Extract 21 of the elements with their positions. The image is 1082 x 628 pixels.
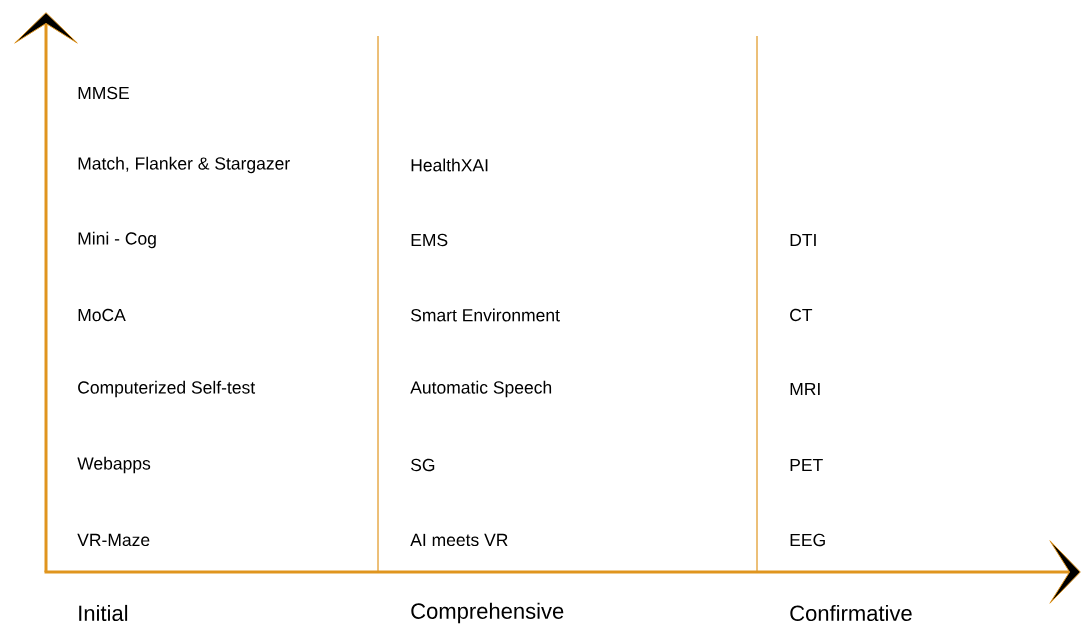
column-heading: Comprehensive: [411, 602, 564, 624]
item-label: Computerized Self-test: [78, 380, 256, 398]
item-label: DTI: [790, 233, 816, 246]
item-label: Smart Environment: [411, 308, 560, 322]
item-label: Match, Flanker & Stargazer: [78, 156, 290, 174]
column-heading: Initial: [79, 604, 128, 622]
column-heading: Confirmative: [790, 604, 912, 622]
item-label: Automatic Speech: [410, 380, 552, 398]
item-label: VR-Maze: [77, 533, 150, 547]
item-label: EMS: [411, 233, 448, 247]
item-label: HealthXAI: [411, 158, 488, 172]
item-label: PET: [790, 458, 823, 471]
item-label: MRI: [790, 382, 820, 395]
item-label: MMSE: [78, 86, 129, 100]
item-label: Webapps: [77, 456, 151, 474]
item-label: MoCA: [78, 308, 126, 322]
item-label: Mini - Cog: [78, 231, 156, 249]
item-label: EEG: [790, 533, 825, 547]
item-label: SG: [411, 458, 435, 472]
item-label: AI meets VR: [410, 533, 508, 547]
item-label: CT: [790, 308, 813, 322]
